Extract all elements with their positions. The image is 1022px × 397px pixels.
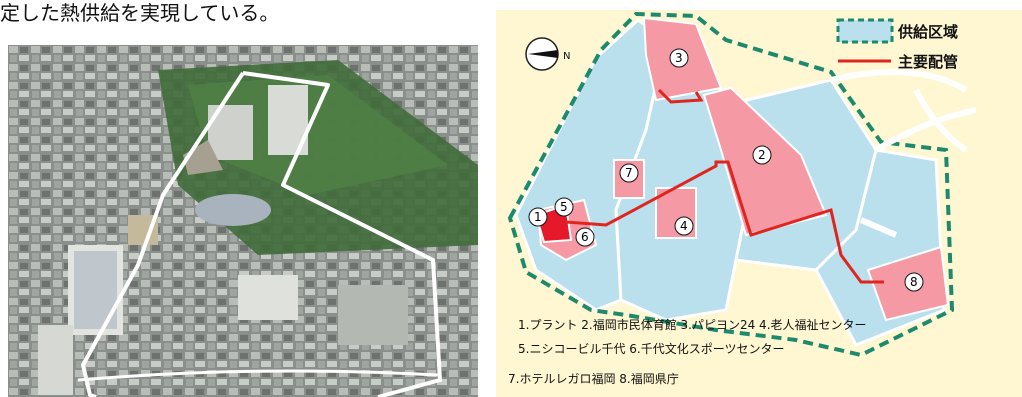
building <box>38 325 73 395</box>
district-boundary-bottom <box>77 369 439 382</box>
marker-6: 6 <box>581 230 589 244</box>
marker-2: 2 <box>758 148 766 162</box>
marker-5: 5 <box>560 200 568 214</box>
aerial-photo-drawing <box>8 45 478 397</box>
caption-line-2: 5.ニシコービル千代 6.千代文化スポーツセンター <box>518 342 785 356</box>
supply-area-border <box>507 11 955 358</box>
marker-3: 3 <box>675 51 683 65</box>
district-map: N 3 2 4 7 5 1 6 8 供給区域 主要配管 1.プラント 2.福岡市… <box>496 10 1022 397</box>
district-map-drawing: N 3 2 4 7 5 1 6 8 <box>507 11 977 358</box>
legend-supply-area-swatch <box>836 18 894 44</box>
marker-1: 1 <box>534 210 542 224</box>
compass-north-label: N <box>563 51 570 62</box>
gymnasium-roof <box>195 194 271 226</box>
marker-4: 4 <box>680 219 688 233</box>
compass-icon: N <box>525 37 570 71</box>
caption-line-1: 1.プラント 2.福岡市民体育館 3.パピヨン24 4.老人福祉センター <box>518 318 867 332</box>
legend-main-pipe-label: 主要配管 <box>898 53 959 71</box>
legend-supply-area-label: 供給区域 <box>898 23 959 41</box>
pyramid-building <box>183 140 223 175</box>
roads <box>830 69 977 238</box>
caption-line-3: 7.ホテルレガロ福岡 8.福岡県庁 <box>508 372 679 386</box>
building <box>338 285 408 345</box>
marker-8: 8 <box>910 275 918 289</box>
facility-markers: 3 2 4 7 5 1 6 8 <box>528 48 924 292</box>
aerial-photo <box>8 45 478 397</box>
marker-7: 7 <box>625 166 633 180</box>
district-boundary-outline <box>81 71 442 397</box>
main-pipe-route <box>565 160 884 284</box>
page-heading-fragment: 定した熱供給を実現している。 <box>0 1 280 25</box>
main-pipe-branch <box>657 88 704 104</box>
building <box>238 275 298 320</box>
